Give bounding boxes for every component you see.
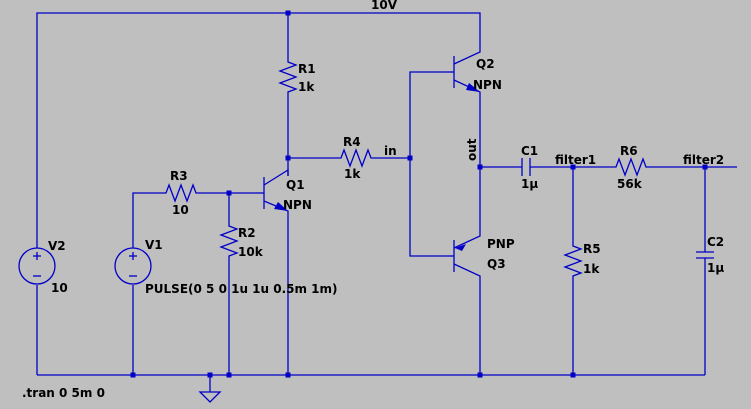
v1-name: V1 <box>145 238 163 252</box>
junction-dot <box>285 372 291 378</box>
r5-value: 1k <box>583 262 600 276</box>
v1-value: PULSE(0 5 0 1u 1u 0.5m 1m) <box>145 282 338 296</box>
c1-name: C1 <box>521 144 538 158</box>
junction-dot <box>130 372 136 378</box>
r4-name: R4 <box>343 135 361 149</box>
r5-resistor <box>563 240 583 280</box>
c2-capacitor <box>696 251 714 259</box>
junction-dot <box>477 372 483 378</box>
q3-pnp-transistor <box>446 232 481 280</box>
junction-dot <box>407 155 413 161</box>
junction-dot <box>285 10 291 16</box>
net-label-out: out <box>465 138 479 161</box>
r3-name: R3 <box>170 169 188 183</box>
wire-v1-top <box>132 192 160 248</box>
c1-capacitor <box>521 158 531 176</box>
c2-value: 1µ <box>707 261 724 275</box>
r2-resistor <box>219 220 239 260</box>
junction-dot <box>702 164 708 170</box>
junction-dot <box>285 155 291 161</box>
q1-name: Q1 <box>286 178 305 192</box>
c2-name: C2 <box>707 235 724 249</box>
q1-npn-transistor <box>256 168 289 216</box>
r2-value: 10k <box>238 245 264 259</box>
v2-name: V2 <box>48 239 66 253</box>
junction-dot <box>477 164 483 170</box>
wires <box>36 12 737 376</box>
r1-value: 1k <box>298 80 315 94</box>
junction-dot <box>570 372 576 378</box>
q2-name: Q2 <box>476 57 495 71</box>
net-label-filter2: filter2 <box>683 153 724 167</box>
r1-name: R1 <box>298 62 316 76</box>
junction-dot <box>226 372 232 378</box>
net-label-filter1: filter1 <box>555 153 596 167</box>
r6-value: 56k <box>617 177 643 191</box>
r4-resistor <box>335 148 375 168</box>
r1-resistor <box>278 56 298 96</box>
junctions <box>130 10 708 378</box>
net-label-10v: 10V <box>371 0 398 12</box>
ground-symbol <box>198 375 222 403</box>
r6-resistor <box>610 157 650 177</box>
net-label-in: in <box>384 144 397 158</box>
v2-value: 10 <box>51 281 68 295</box>
q2-npn-transistor <box>446 48 481 96</box>
v2-source <box>18 247 56 285</box>
q2-type: NPN <box>473 78 502 92</box>
junction-dot <box>226 190 232 196</box>
q3-name: Q3 <box>487 257 506 271</box>
r5-name: R5 <box>583 242 601 256</box>
junction-dot <box>570 164 576 170</box>
wire-top-rail <box>36 12 481 248</box>
c1-value: 1µ <box>521 177 538 191</box>
r3-value: 10 <box>172 203 189 217</box>
r2-name: R2 <box>238 226 256 240</box>
r3-resistor <box>160 183 200 203</box>
wire-in-node <box>409 71 446 257</box>
q1-type: NPN <box>283 198 312 212</box>
r4-value: 1k <box>344 167 361 181</box>
q3-type: PNP <box>487 237 515 251</box>
r6-name: R6 <box>620 144 638 158</box>
spice-directive: .tran 0 5m 0 <box>22 386 105 400</box>
v1-source <box>114 247 152 285</box>
